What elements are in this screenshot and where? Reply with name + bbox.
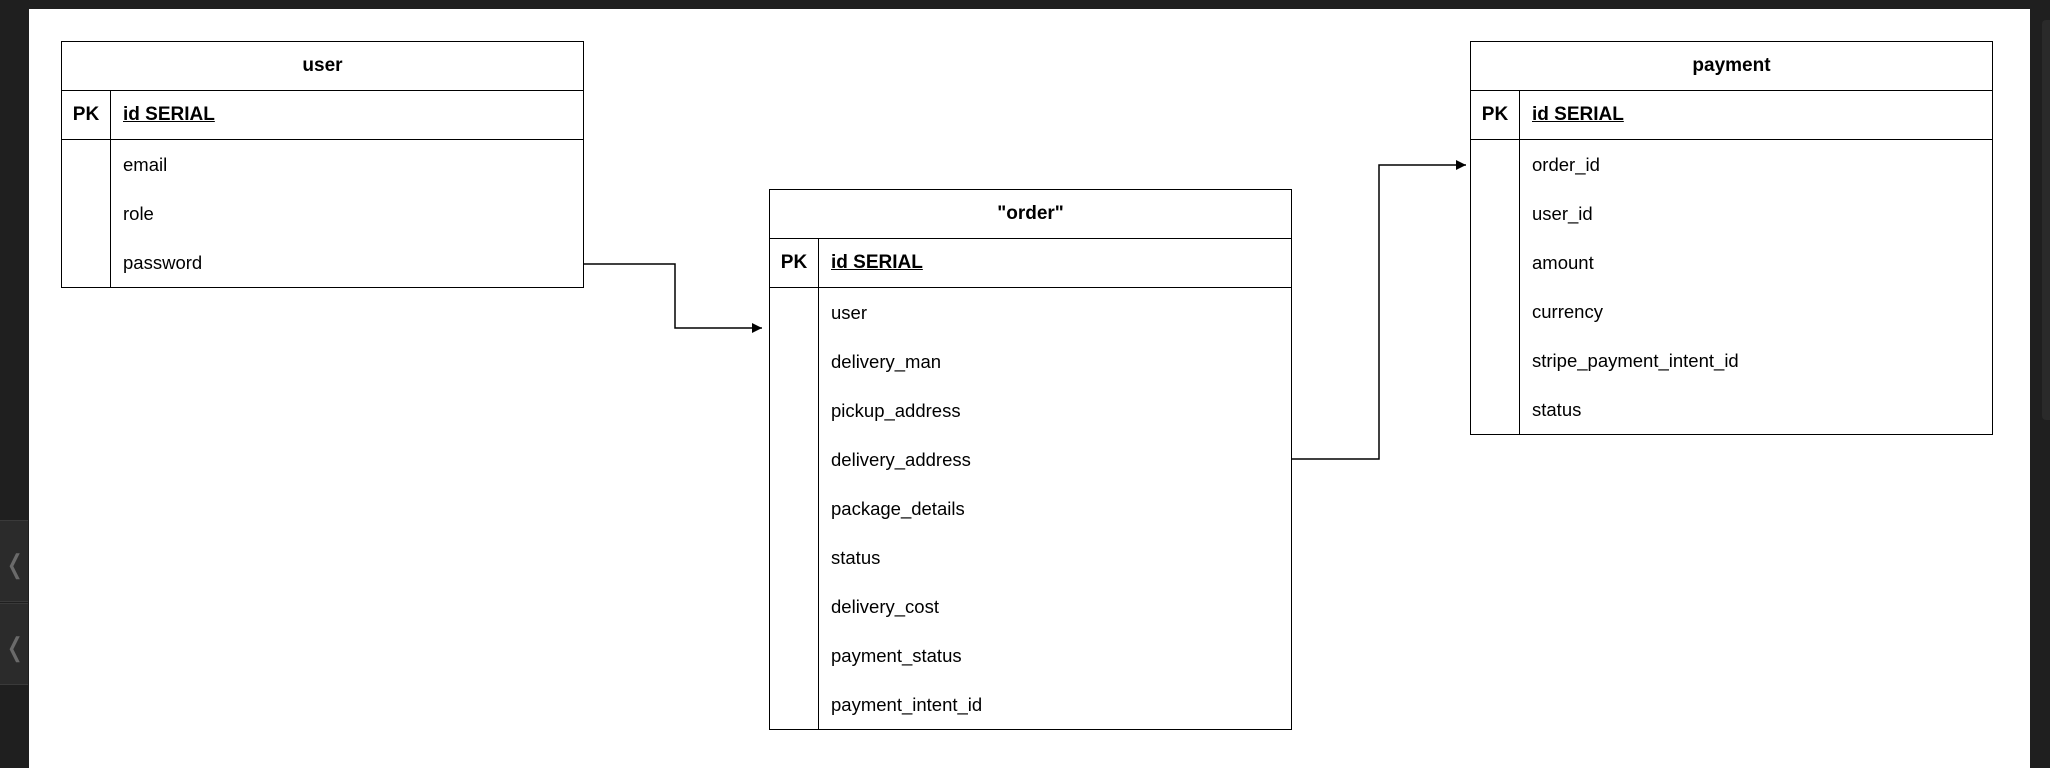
- field-row[interactable]: pickup_address: [831, 400, 961, 421]
- entity-payment[interactable]: payment PK id SERIAL order_id user_id am…: [1470, 41, 1993, 435]
- connector-user-to-order[interactable]: [584, 263, 762, 333]
- connector-order-to-payment[interactable]: [1291, 160, 1466, 460]
- primary-key-row[interactable]: PK id SERIAL: [62, 91, 583, 140]
- field-row[interactable]: user_id: [1532, 203, 1593, 224]
- key-gutter: [62, 140, 111, 287]
- background-panel-strip: ❬: [0, 520, 28, 602]
- entity-user[interactable]: user PK id SERIAL email role password: [61, 41, 584, 288]
- background-panel-strip: ❬: [0, 603, 28, 685]
- field-row[interactable]: stripe_payment_intent_id: [1532, 350, 1739, 371]
- entity-order[interactable]: "order" PK id SERIAL user delivery_man p…: [769, 189, 1292, 730]
- key-gutter: [770, 288, 819, 729]
- field-list: email role password: [111, 140, 583, 287]
- entity-title: payment: [1471, 42, 1992, 91]
- field-row[interactable]: user: [831, 302, 867, 323]
- pk-field: id SERIAL: [831, 252, 923, 273]
- pk-field: id SERIAL: [1532, 104, 1624, 125]
- field-section: user delivery_man pickup_address deliver…: [770, 288, 1291, 729]
- key-gutter: [1471, 140, 1520, 434]
- pk-label: PK: [62, 91, 111, 139]
- entity-title: user: [62, 42, 583, 91]
- entity-title: "order": [770, 190, 1291, 239]
- field-row[interactable]: currency: [1532, 301, 1603, 322]
- field-list: order_id user_id amount currency stripe_…: [1520, 140, 1992, 434]
- pk-label: PK: [770, 239, 819, 287]
- field-row[interactable]: status: [831, 547, 881, 568]
- field-row[interactable]: amount: [1532, 252, 1594, 273]
- field-row[interactable]: package_details: [831, 498, 965, 519]
- pk-field: id SERIAL: [123, 104, 215, 125]
- pk-label: PK: [1471, 91, 1520, 139]
- field-row[interactable]: delivery_man: [831, 351, 942, 372]
- field-row[interactable]: delivery_cost: [831, 596, 939, 617]
- field-list: user delivery_man pickup_address deliver…: [819, 288, 1291, 729]
- background-glyph-icon: ❬: [4, 632, 26, 662]
- field-row[interactable]: status: [1532, 399, 1582, 420]
- primary-key-row[interactable]: PK id SERIAL: [770, 239, 1291, 288]
- field-section: order_id user_id amount currency stripe_…: [1471, 140, 1992, 434]
- background-scroll-sliver: [2042, 20, 2050, 420]
- field-row[interactable]: order_id: [1532, 154, 1600, 175]
- primary-key-row[interactable]: PK id SERIAL: [1471, 91, 1992, 140]
- field-row[interactable]: delivery_address: [831, 449, 971, 470]
- background-glyph-icon: ❬: [4, 549, 26, 579]
- field-row[interactable]: role: [123, 203, 154, 224]
- field-row[interactable]: password: [123, 252, 203, 273]
- field-row[interactable]: payment_intent_id: [831, 694, 983, 715]
- field-row[interactable]: email: [123, 154, 168, 175]
- field-row[interactable]: payment_status: [831, 645, 962, 666]
- diagram-canvas[interactable]: user PK id SERIAL email role password "o…: [29, 9, 2030, 768]
- field-section: email role password: [62, 140, 583, 287]
